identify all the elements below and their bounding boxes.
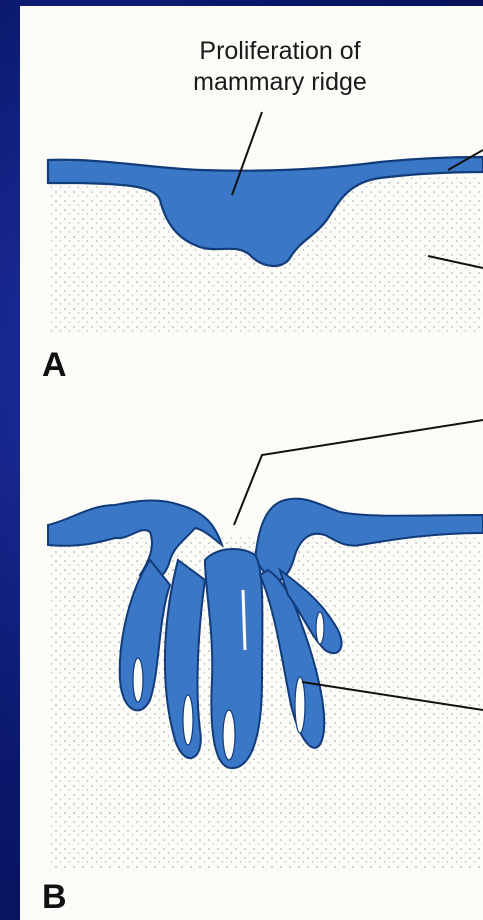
label-proliferation: Proliferation of mammary ridge <box>130 36 430 98</box>
label-line-1: Proliferation of <box>130 36 430 67</box>
panel-letter-a: A <box>42 346 67 385</box>
panel-letter-b: B <box>42 878 67 917</box>
label-line-2: mammary ridge <box>130 67 430 98</box>
